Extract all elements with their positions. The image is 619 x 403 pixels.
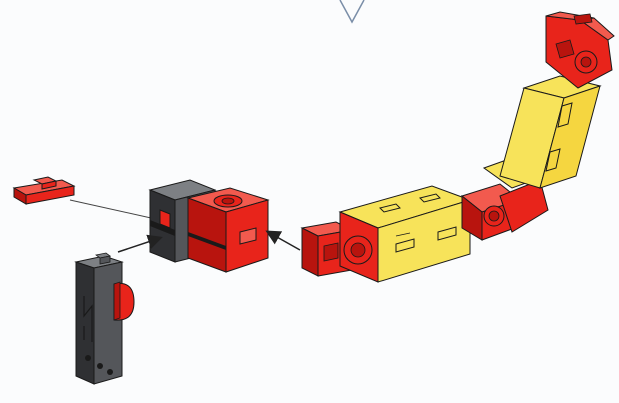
top-pointer-mark	[340, 0, 364, 22]
guide-line-plate	[70, 200, 160, 220]
angled-chain-segment	[462, 76, 600, 240]
arrow-chain-to-block	[268, 232, 300, 250]
coupling-block	[150, 180, 268, 272]
top-red-end-connector	[546, 12, 614, 88]
small-red-connector-plate	[14, 177, 74, 204]
switch-module	[76, 253, 134, 384]
yellow-building-block	[340, 186, 470, 282]
